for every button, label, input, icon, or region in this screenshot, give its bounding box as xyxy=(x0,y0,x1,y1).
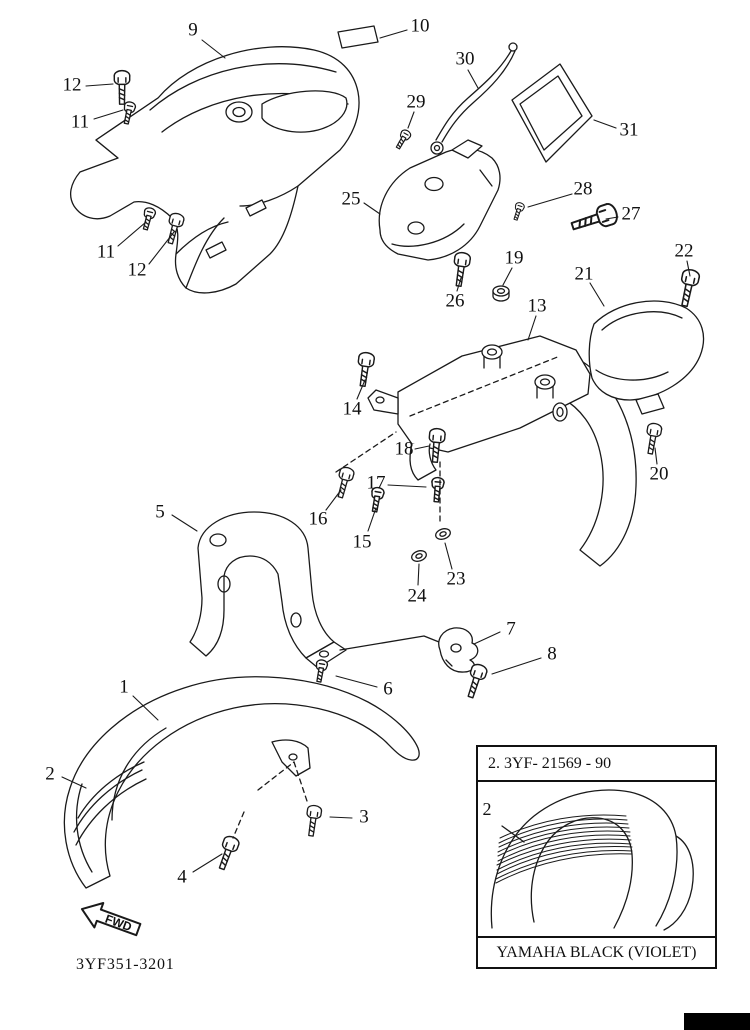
construction-lines xyxy=(232,431,441,839)
callout-15: 15 xyxy=(352,531,372,553)
callout-3: 3 xyxy=(359,806,369,828)
color-variant-inset: 2. 3YF- 21569 - 90 xyxy=(476,745,717,969)
callout-25: 25 xyxy=(341,188,361,210)
callout-18: 18 xyxy=(394,438,414,460)
callout-30: 30 xyxy=(455,48,475,70)
callout-11: 11 xyxy=(96,241,116,263)
callout-19: 19 xyxy=(504,247,524,269)
callout-9: 9 xyxy=(188,19,198,41)
callout-22: 22 xyxy=(674,240,694,262)
callout-7: 7 xyxy=(506,618,516,640)
callout-27: 27 xyxy=(621,203,641,225)
inset-callout-2: 2 xyxy=(482,799,492,819)
callout-23: 23 xyxy=(446,568,466,590)
callout-24: 24 xyxy=(407,585,427,607)
part-fender-stay xyxy=(189,511,445,669)
callout-11: 11 xyxy=(70,111,90,133)
callout-2: 2 xyxy=(45,763,55,785)
part-front-fender xyxy=(63,676,420,889)
callout-14: 14 xyxy=(342,398,362,420)
part-bracket-upper xyxy=(378,139,501,261)
inset-artwork: 2 xyxy=(478,782,715,936)
callout-10: 10 xyxy=(410,15,430,37)
part-tail-cowl xyxy=(69,46,360,294)
callout-4: 4 xyxy=(177,866,187,888)
inset-part-number: 2. 3YF- 21569 - 90 xyxy=(478,747,715,782)
callout-12: 12 xyxy=(62,74,82,96)
corner-registration-mark xyxy=(684,1013,750,1030)
callout-26: 26 xyxy=(445,290,465,312)
part-mudflap xyxy=(588,300,705,415)
part-wire xyxy=(430,42,518,155)
part-panel xyxy=(511,63,593,163)
part-strip xyxy=(337,25,379,49)
part-code-label: 3YF351-3201 xyxy=(76,956,175,973)
callout-13: 13 xyxy=(527,295,547,317)
callout-20: 20 xyxy=(649,463,669,485)
inset-color-caption: YAMAHA BLACK (VIOLET) xyxy=(478,936,715,967)
callout-6: 6 xyxy=(383,678,393,700)
callout-1: 1 xyxy=(119,676,129,698)
callout-8: 8 xyxy=(547,643,557,665)
callout-5: 5 xyxy=(155,501,165,523)
callout-28: 28 xyxy=(573,178,593,200)
callout-31: 31 xyxy=(619,119,639,141)
part-center-bracket xyxy=(367,335,637,567)
callout-29: 29 xyxy=(406,91,426,113)
callout-16: 16 xyxy=(308,508,328,530)
leader-lines xyxy=(61,29,691,873)
part-clamp xyxy=(438,627,479,673)
callout-12: 12 xyxy=(127,259,147,281)
callout-17: 17 xyxy=(366,472,386,494)
callout-21: 21 xyxy=(574,263,594,285)
